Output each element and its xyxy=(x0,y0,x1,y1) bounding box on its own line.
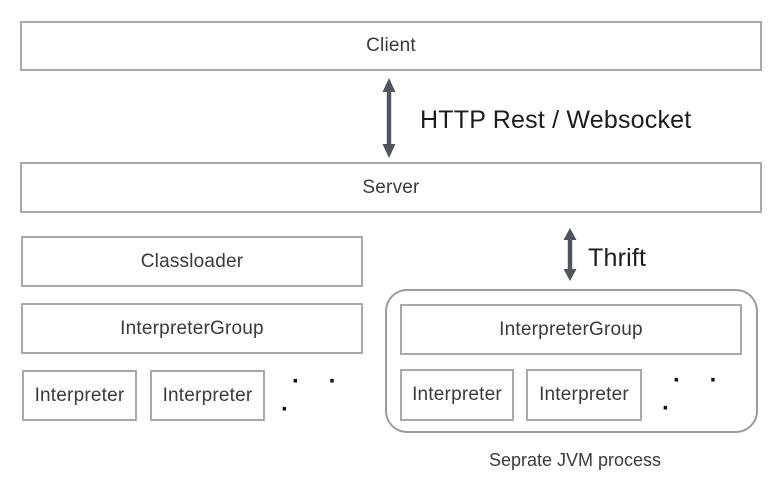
interpreter-node-remote-1: Interpreter xyxy=(400,369,514,421)
thrift-link-label: Thrift xyxy=(588,244,647,272)
client-node: Client xyxy=(20,21,762,71)
interpreter-node-local-2: Interpreter xyxy=(150,370,265,421)
http-link-label: HTTP Rest / Websocket xyxy=(420,106,692,134)
interpreter-node-local-1: Interpreter xyxy=(22,370,137,421)
remote-jvm-caption: Seprate JVM process xyxy=(488,450,662,470)
interpreter-node-local-1-label: Interpreter xyxy=(34,384,125,406)
ellipsis-remote: · · · xyxy=(662,367,729,422)
interpreter-node-local-2-label: Interpreter xyxy=(162,384,253,406)
interpreter-node-remote-1-label: Interpreter xyxy=(412,384,502,405)
server-node: Server xyxy=(20,162,762,213)
classloader-node: Classloader xyxy=(21,236,363,287)
interpreter-group-remote-node: InterpreterGroup xyxy=(400,304,742,355)
thrift-double-arrow-icon xyxy=(563,228,577,281)
server-node-label: Server xyxy=(362,176,420,198)
interpreter-group-local-node: InterpreterGroup xyxy=(21,303,363,354)
classloader-node-label: Classloader xyxy=(140,250,244,272)
interpreter-node-remote-2-label: Interpreter xyxy=(539,384,629,405)
interpreter-group-local-label: InterpreterGroup xyxy=(120,317,264,339)
client-node-label: Client xyxy=(366,35,416,56)
interpreter-group-remote-label: InterpreterGroup xyxy=(499,318,643,340)
ellipsis-local: · · · xyxy=(281,367,348,423)
http-double-arrow-icon xyxy=(382,78,396,158)
interpreter-node-remote-2: Interpreter xyxy=(526,369,642,421)
